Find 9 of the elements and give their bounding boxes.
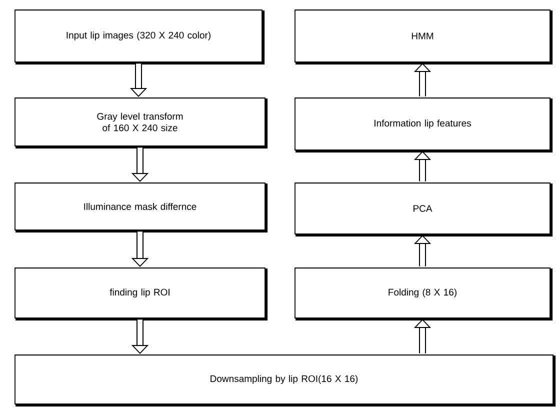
process-box: Input lip images (320 X 240 color) [14, 10, 265, 65]
process-box: finding lip ROI [14, 268, 268, 321]
process-box: PCA [294, 182, 553, 237]
process-box: Downsampling by lip ROI(16 X 16) [14, 354, 556, 407]
process-box: Folding (8 X 16) [294, 268, 553, 321]
process-box: Information lip features [294, 98, 553, 153]
process-box: Illuminance mask differnce [14, 182, 268, 233]
process-box: Gray level transform of 160 X 240 size [14, 98, 268, 149]
process-box: HMM [294, 10, 553, 65]
